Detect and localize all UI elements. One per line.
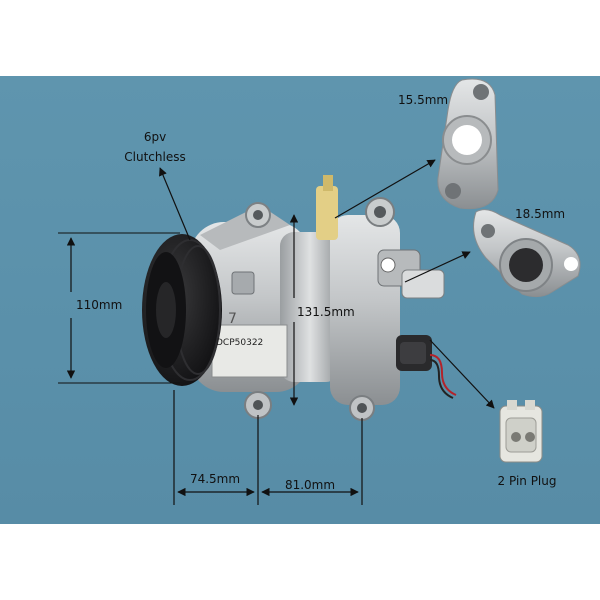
belt-label-line2: Clutchless [124, 150, 186, 164]
belt-label-line1: 6pv [143, 130, 167, 144]
pulley [142, 234, 222, 386]
plug-connector [499, 400, 543, 463]
compressor-tag-code: DCP50322 [216, 338, 264, 348]
plug-label: 2 Pin Plug [497, 474, 557, 488]
dimension-lines [58, 159, 495, 505]
height-dimension-label: 110mm [76, 298, 123, 312]
port-small-label: 15.5mm [398, 93, 449, 107]
port-fitting-large [473, 209, 581, 298]
port-large-label: 18.5mm [515, 207, 566, 221]
length-dimension-label: 131.5mm [297, 305, 355, 319]
compressor-body [190, 175, 457, 421]
port-fitting-small [437, 78, 499, 210]
compressor-body-mark: 7 [228, 311, 237, 327]
mount-left-dimension-label: 74.5mm [189, 472, 241, 486]
mount-right-dimension-label: 81.0mm [284, 478, 336, 492]
